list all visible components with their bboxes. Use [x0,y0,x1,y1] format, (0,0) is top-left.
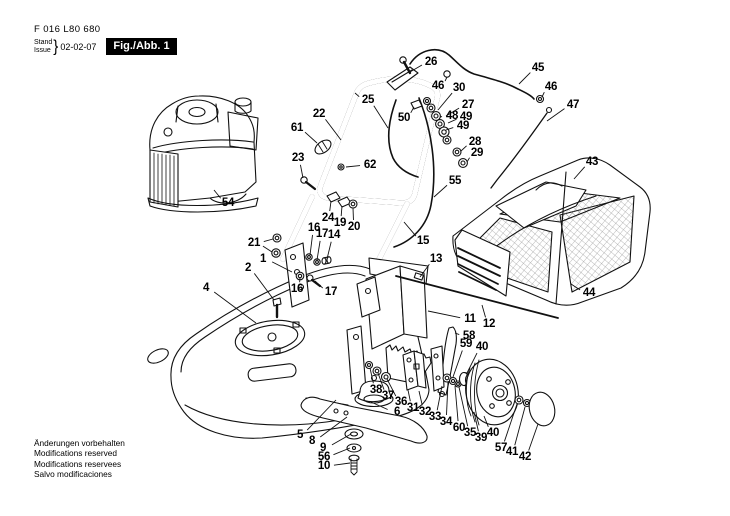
part-callout-4: 4 [202,282,210,294]
brace-glyph: } [53,37,59,56]
part-callout-14: 14 [327,229,341,241]
part-callout-30: 30 [452,82,466,94]
part-callout-39: 39 [474,432,488,444]
stand-issue-labels: Stand Issue [34,39,52,54]
figure-badge: Fig./Abb. 1 [106,38,177,55]
cables-drawing [387,48,553,248]
part-callout-15: 15 [416,235,430,247]
part-callout-41: 41 [505,446,519,458]
part-callout-38: 38 [369,384,383,396]
fasteners-top-drawing [386,56,545,168]
part-callout-17: 17 [324,286,338,298]
part-callout-49: 49 [459,111,473,123]
part-callout-21: 21 [247,237,261,249]
part-callout-36: 36 [394,396,408,408]
part-callout-2: 2 [244,262,252,274]
part-callout-50: 50 [397,112,411,124]
part-callout-40: 40 [475,341,489,353]
part-callout-8: 8 [308,435,316,447]
part-callout-12: 12 [482,318,496,330]
leader-lines [213,64,586,466]
part-callout-31: 31 [406,402,420,414]
part-callout-23: 23 [291,152,305,164]
part-callout-37: 37 [381,390,395,402]
engine-drawing [147,95,259,213]
drawing-header: F 016 L80 680 Stand Issue } 02-02-07 Fig… [34,24,177,56]
part-callout-11: 11 [464,313,476,325]
part-callout-55: 55 [448,175,462,187]
rear-door-drawing [346,257,559,398]
part-callout-33: 33 [428,411,442,423]
part-callout-35: 35 [463,427,477,439]
footer-line: Salvo modificaciones [34,468,112,479]
part-callout-1: 1 [259,253,267,265]
footer-line: Modifications reservees [34,458,122,469]
part-callout-44: 44 [582,287,596,299]
part-number: F 016 L80 680 [34,24,101,35]
part-callout-27: 27 [461,99,475,111]
part-callout-62: 62 [363,159,377,171]
part-callout-10: 10 [317,460,331,472]
part-callout-28: 28 [468,136,482,148]
wheel-drawing [430,345,556,427]
part-callout-45: 45 [531,62,545,74]
left-bracket-drawing [271,139,358,308]
part-callout-19: 19 [333,217,347,229]
part-callout-16: 16 [307,222,321,234]
part-callout-24: 24 [321,212,335,224]
part-callout-22: 22 [312,108,326,120]
stand-label: Stand [34,39,53,46]
part-callout-46: 46 [544,81,558,93]
blade-drawing [300,350,428,476]
part-callout-59: 59 [459,338,473,350]
part-callout-49: 49 [456,120,470,132]
part-callout-6: 6 [393,406,401,418]
part-callout-32: 32 [418,406,432,418]
issue-date: 02-02-07 [60,41,97,52]
grass-basket-drawing [452,157,651,306]
part-callout-25: 25 [361,94,375,106]
part-callout-57: 57 [494,442,508,454]
part-callout-17: 17 [315,228,329,240]
part-callout-54: 54 [221,197,235,209]
part-callout-43: 43 [585,156,599,168]
part-callout-16: 16 [290,283,304,295]
part-callout-5: 5 [296,429,304,441]
part-callout-46: 46 [431,80,445,92]
part-callout-9: 9 [319,442,327,454]
part-callout-20: 20 [347,221,361,233]
part-callout-56: 56 [317,451,331,463]
part-callout-48: 48 [445,110,459,122]
part-callout-58: 58 [462,330,476,342]
part-callout-40: 40 [486,427,500,439]
footer-line: Modifications reserved [34,448,118,459]
part-callout-26: 26 [424,56,438,68]
issue-label: Issue [34,46,51,54]
part-callout-60: 60 [452,422,466,434]
part-callout-61: 61 [290,122,304,134]
part-callout-34: 34 [439,416,453,428]
part-callout-47: 47 [566,99,580,111]
footer-line: Änderungen vorbehalten [34,438,125,448]
part-callout-13: 13 [429,253,443,265]
part-callout-29: 29 [470,147,484,159]
footer-notes: Änderungen vorbehalten Modifications res… [34,438,125,479]
part-callout-42: 42 [518,451,532,463]
